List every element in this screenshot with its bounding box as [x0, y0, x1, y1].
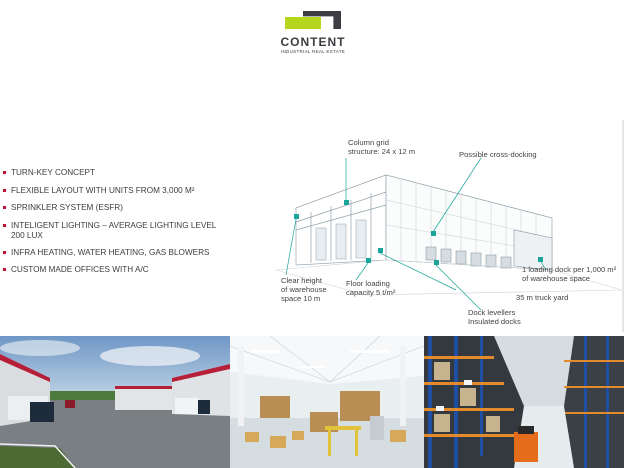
warehouse-diagram: Column grid structure: 24 x 12 m Possibl… [275, 130, 623, 330]
clear-height-label: Clear height of warehouse space 10 m [281, 276, 327, 303]
floor-loading-label: Floor loading capacity 5 t/m² [346, 279, 396, 297]
dock-levellers-label: Dock levellers Insulated docks [468, 308, 521, 326]
bullet-icon [3, 188, 6, 192]
feature-item: INFRA HEATING, WATER HEATING, GAS BLOWER… [3, 248, 263, 259]
photo-strip [0, 336, 624, 468]
feature-item: TURN-KEY CONCEPT [3, 168, 263, 179]
bullet-icon [3, 250, 6, 254]
feature-item: FLEXIBLE LAYOUT WITH UNITS FROM 3,000 m² [3, 186, 263, 197]
high-bay-racking-photo [424, 336, 624, 468]
feature-list: TURN-KEY CONCEPT FLEXIBLE LAYOUT WITH UN… [3, 168, 263, 283]
feature-item: CUSTOM MADE OFFICES WITH A/C [3, 265, 263, 276]
interior-warehouse-photo [230, 336, 424, 468]
column-grid-label: Column grid structure: 24 x 12 m [348, 138, 416, 156]
exterior-truck-yard-photo [0, 336, 230, 468]
bullet-icon [3, 171, 6, 174]
bullet-icon [3, 206, 6, 209]
logo-mark-icon [285, 11, 341, 31]
cross-docking-label: Possible cross-docking [459, 150, 537, 159]
bullet-icon [3, 268, 6, 271]
company-logo: CONTENT INDUSTRIAL REAL ESTATE [271, 8, 355, 54]
logo-wordmark: CONTENT [280, 35, 346, 49]
bullet-icon [3, 223, 6, 227]
truck-yard-label: 35 m truck yard [516, 293, 569, 302]
warehouse-illustration [275, 157, 623, 311]
logo-tagline: INDUSTRIAL REAL ESTATE [280, 49, 346, 54]
feature-item: SPRINKLER SYSTEM (ESFR) [3, 203, 263, 214]
loading-dock-label: 1 loading dock per 1,000 m² of warehouse… [522, 265, 617, 283]
panel-edge [622, 120, 624, 332]
feature-item: INTELIGENT LIGHTING – AVERAGE LIGHTING L… [3, 221, 226, 242]
